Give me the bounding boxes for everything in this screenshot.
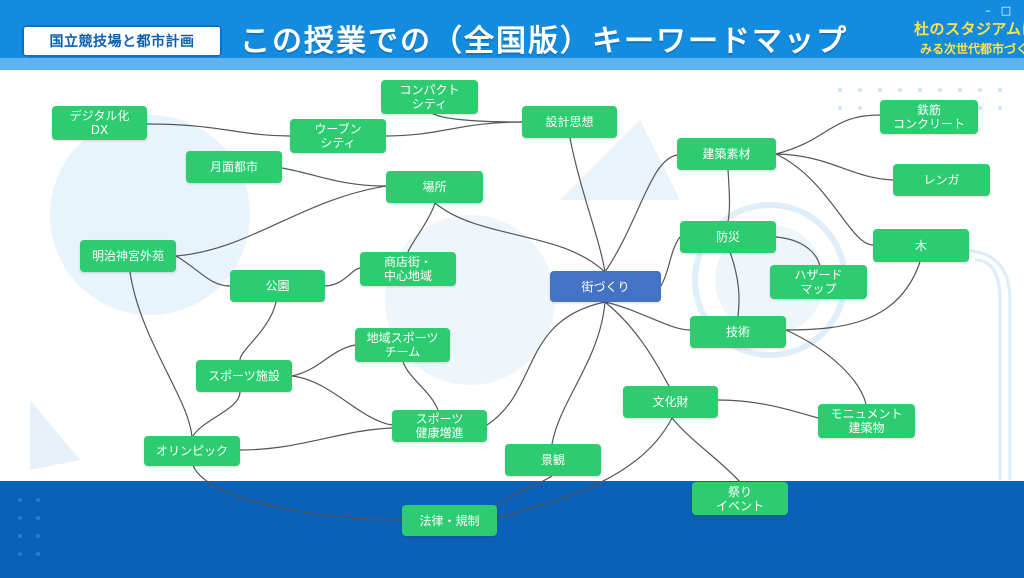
node-label: 建築素材 xyxy=(702,147,751,161)
window-titlebar: – □ xyxy=(0,0,1024,24)
node-brick: レンガ xyxy=(893,164,990,196)
node-label: 法律・規制 xyxy=(419,513,480,528)
node-place: 場所 xyxy=(386,171,483,203)
node-label: スポーツ 健康増進 xyxy=(415,412,464,440)
node-meiji: 明治神宮外苑 xyxy=(80,240,176,272)
course-tag: 国立競技場と都市計画 xyxy=(22,25,222,57)
node-label: スポーツ施設 xyxy=(208,369,280,383)
logo-line-2: みる次世代都市づくり xyxy=(920,42,1024,56)
node-label: 明治神宮外苑 xyxy=(91,249,164,263)
node-moon: 月面都市 xyxy=(186,151,282,183)
node-hazard: ハザード マップ xyxy=(770,265,867,299)
node-label: 文化財 xyxy=(652,395,689,409)
node-shop: 商店街・ 中心地域 xyxy=(360,252,456,286)
page-title: この授業での（全国版）キーワードマップ xyxy=(240,24,848,59)
node-label: 商店街・ 中心地域 xyxy=(383,255,432,283)
maximize-icon[interactable]: □ xyxy=(1000,4,1012,17)
logo-line-1: 杜のスタジアムに xyxy=(914,20,1024,38)
node-center: 街づくり xyxy=(550,271,661,302)
node-monument: モニュメント 建築物 xyxy=(818,404,915,438)
node-material: 建築素材 xyxy=(677,138,776,170)
node-disaster: 防災 xyxy=(680,221,776,253)
node-label: 技術 xyxy=(725,325,750,339)
node-label: 鉄筋 コンクリート xyxy=(892,103,965,131)
node-steel: 鉄筋 コンクリート xyxy=(880,100,978,134)
course-tag-label: 国立競技場と都市計画 xyxy=(49,34,195,50)
node-label: モニュメント 建築物 xyxy=(830,407,903,435)
node-label: ウーブン シティ xyxy=(314,122,362,150)
node-label: 公園 xyxy=(265,279,290,293)
node-tech: 技術 xyxy=(690,316,786,348)
node-label: レンガ xyxy=(923,173,960,187)
node-label: 街づくり xyxy=(581,279,630,294)
node-culture: 文化財 xyxy=(623,386,718,418)
node-landscape: 景観 xyxy=(505,444,601,476)
node-open: ウーブン シティ xyxy=(290,119,386,153)
node-label: 地域スポーツ チーム xyxy=(366,331,439,359)
node-label: 景観 xyxy=(540,453,565,467)
node-sporthealth: スポーツ 健康増進 xyxy=(392,410,487,442)
logo: 杜のスタジアムに みる次世代都市づくり xyxy=(914,18,1024,62)
node-compact: コンパクト シティ xyxy=(381,80,478,114)
minimize-icon[interactable]: – xyxy=(985,4,991,17)
node-label: オリンピック xyxy=(155,444,228,458)
node-label: 設計思想 xyxy=(545,115,594,129)
node-label: 場所 xyxy=(422,180,447,194)
node-wood: 木 xyxy=(873,229,969,262)
node-label: デジタル化 DX xyxy=(69,109,130,137)
header-stripe xyxy=(0,58,1024,70)
node-label: 防災 xyxy=(715,230,740,244)
node-label: 祭り イベント xyxy=(715,484,764,513)
footer-band xyxy=(0,481,1024,578)
node-olympic: オリンピック xyxy=(144,436,240,466)
node-label: 木 xyxy=(914,238,927,253)
node-label: 月面都市 xyxy=(209,160,258,174)
node-digital: デジタル化 DX xyxy=(52,106,147,140)
node-park: 公園 xyxy=(230,270,325,302)
node-localsport: 地域スポーツ チーム xyxy=(355,328,450,362)
node-label: ハザード マップ xyxy=(794,268,843,296)
node-sportfac: スポーツ施設 xyxy=(196,360,292,392)
node-label: コンパクト シティ xyxy=(399,83,460,111)
node-design: 設計思想 xyxy=(522,106,617,138)
node-law: 法律・規制 xyxy=(402,505,497,536)
node-festival: 祭り イベント xyxy=(692,482,788,515)
